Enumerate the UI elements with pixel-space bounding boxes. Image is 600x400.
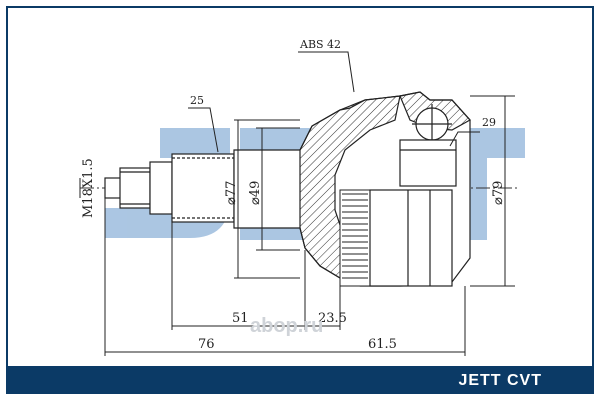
label-thread: M18X1.5: [81, 158, 96, 218]
diameter-dimensions: [234, 95, 515, 287]
label-dia-77: ⌀77: [224, 181, 239, 205]
label-spline-inner: 29: [482, 116, 496, 129]
label-len-51: 51: [232, 311, 249, 326]
label-dia-79: ⌀79: [491, 181, 506, 205]
threaded-stub: [104, 153, 235, 223]
footer-bar: [6, 366, 594, 394]
abs-ring: [339, 189, 371, 287]
label-abs: ABS 42: [299, 38, 341, 51]
label-len-76: 76: [198, 337, 215, 352]
footer-brand: JETT CVT: [458, 372, 542, 389]
leader-lines: [188, 51, 480, 153]
label-spline-outer: 25: [190, 94, 204, 107]
frame-border: [6, 6, 594, 394]
length-dimensions: [79, 178, 466, 356]
ball-cage: [399, 104, 457, 187]
label-len-61-5: 61.5: [368, 337, 397, 352]
label-dia-49: ⌀49: [248, 181, 263, 205]
label-len-23-5: 23.5: [318, 311, 347, 326]
lower-body: [369, 189, 453, 287]
site-watermark: abop.ru: [250, 315, 324, 337]
